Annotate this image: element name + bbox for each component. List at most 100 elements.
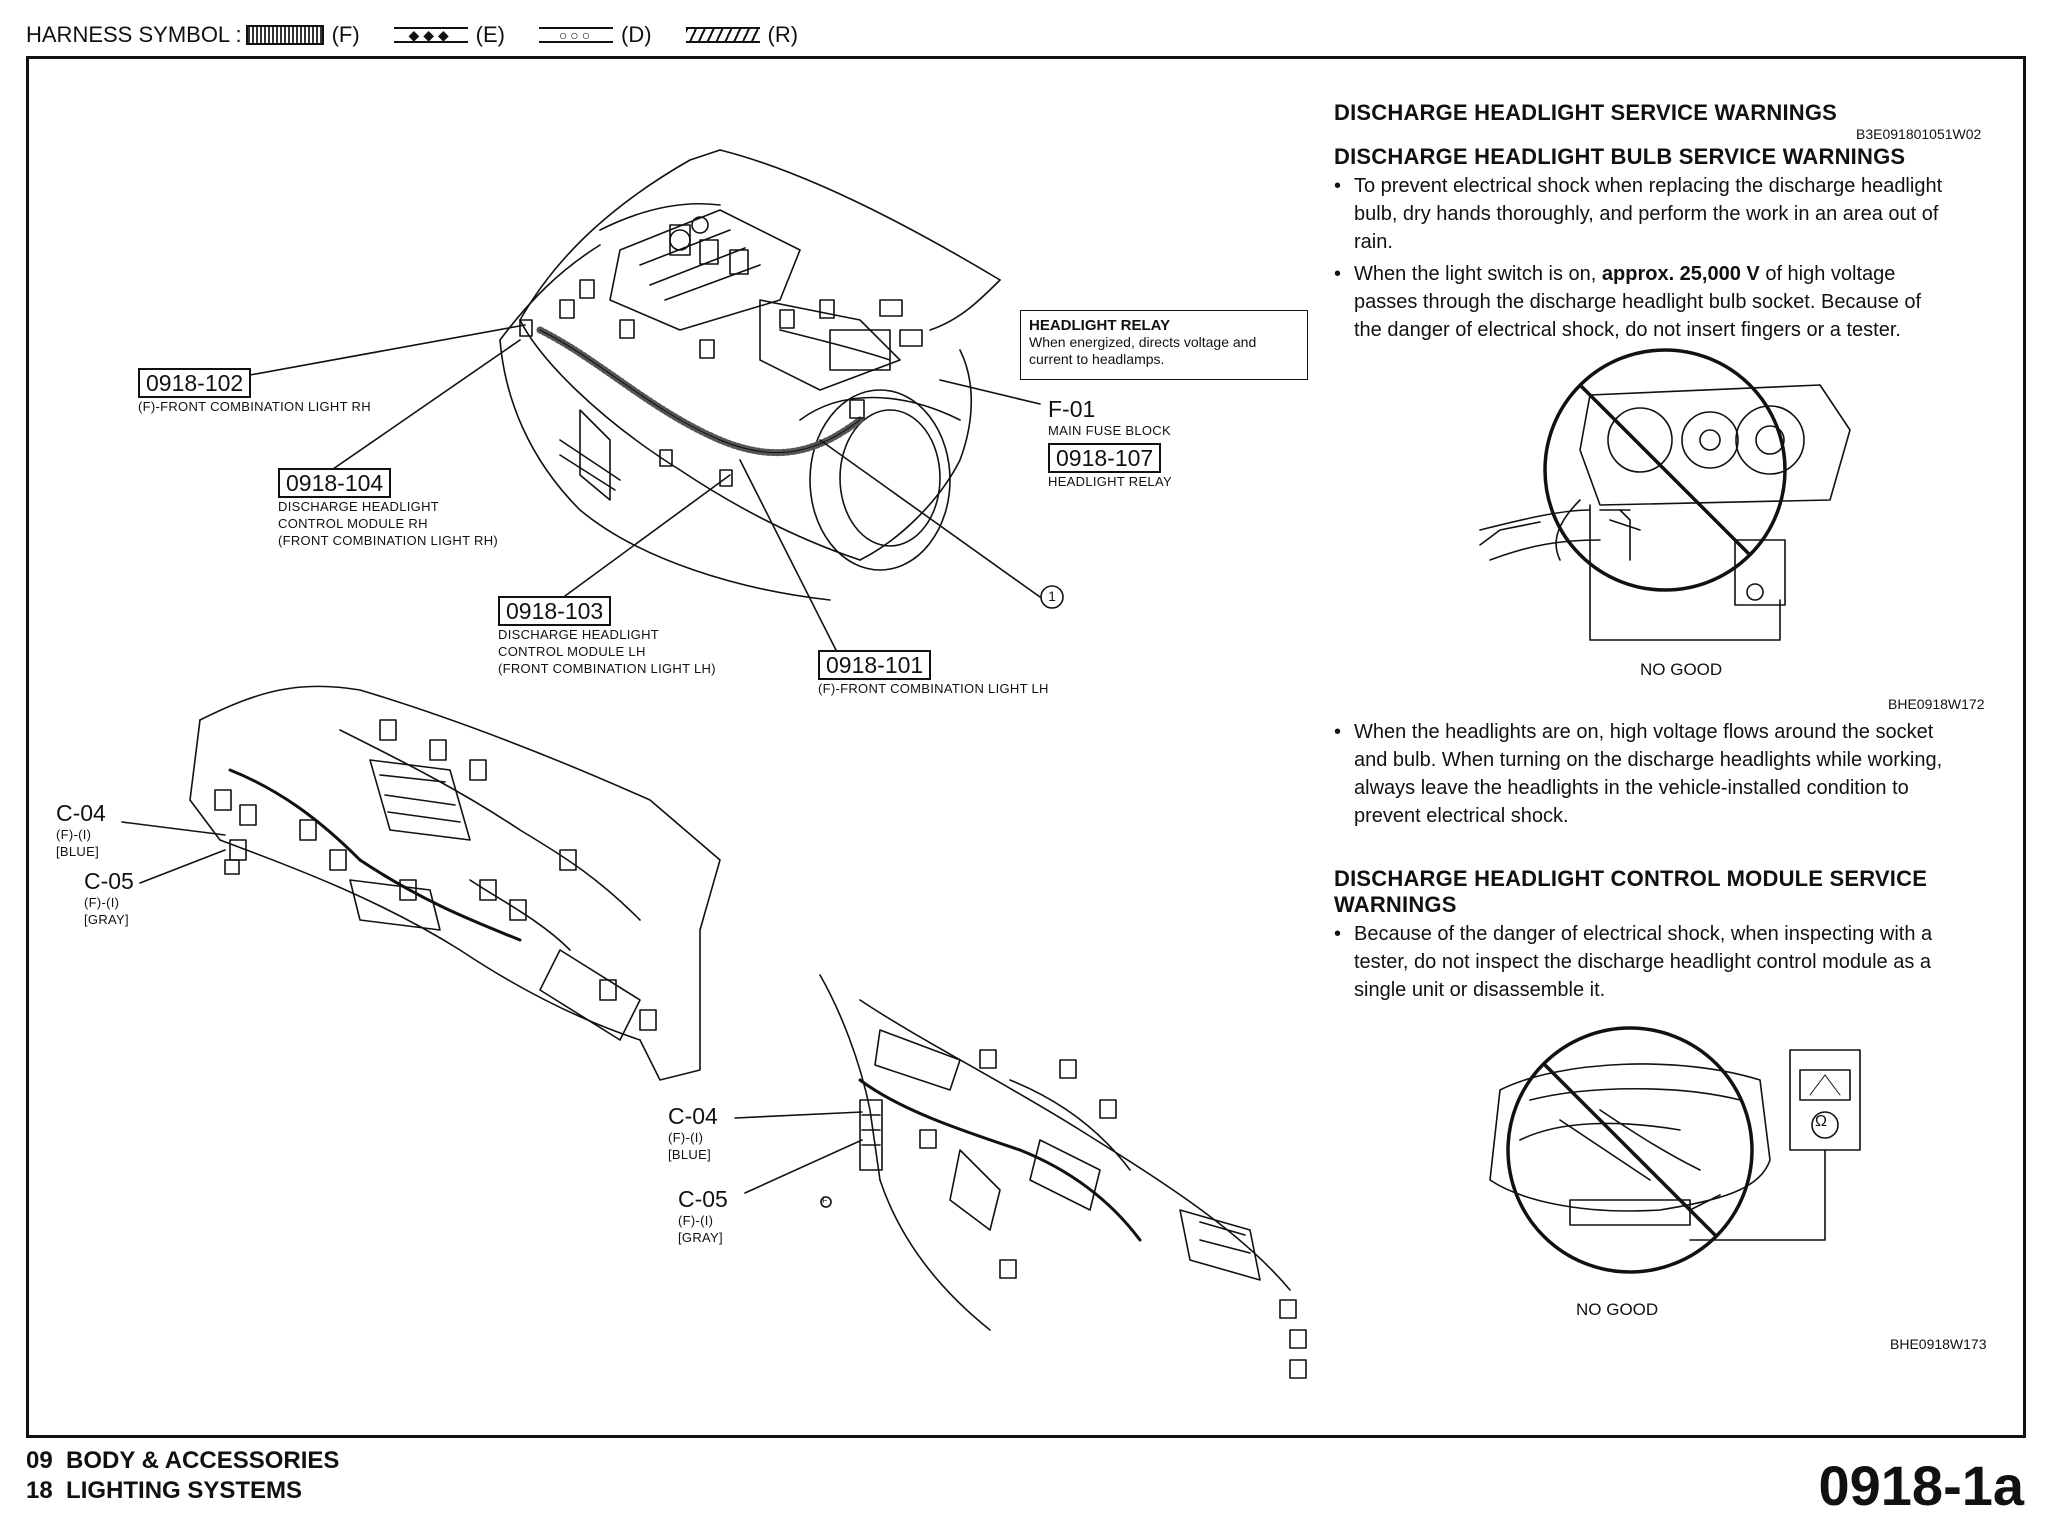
ohm-meter-symbol: Ω — [1815, 1113, 1827, 1130]
c04-lower-sub1: (F)-(I) — [668, 1130, 704, 1145]
leader-0918-102 — [249, 324, 526, 376]
leader-c04-b — [734, 1111, 863, 1119]
bullet-headlights-on-l3: always leave the headlights in the vehic… — [1354, 777, 1909, 799]
ref-code-w02: B3E091801051W02 — [1856, 126, 1982, 142]
circle-1-label: 1 — [1048, 588, 1056, 604]
callout-f01: F-01 MAIN FUSE BLOCK 0918-107 HEADLIGHT … — [1048, 396, 1172, 490]
voltage-value: approx. 25,000 V — [1601, 263, 1760, 285]
c05-lower-sub1: (F)-(I) — [678, 1213, 714, 1228]
code-c05-dash: C-05 — [84, 868, 134, 894]
bullet-module-inspect-l1: Because of the danger of electrical shoc… — [1354, 923, 1933, 945]
fig-control-module — [1489, 1026, 1861, 1274]
harness-code-r: (R) — [767, 22, 799, 47]
footer-line-body: 09 BODY & ACCESSORIES — [26, 1447, 340, 1474]
callout-c05-lower: C-05 (F)-(I) [GRAY] — [678, 1186, 728, 1246]
code-0918-101: 0918-101 — [818, 650, 932, 680]
harness-label: HARNESS SYMBOL : — [26, 22, 242, 47]
leader-f01 — [939, 379, 1041, 405]
bullet-headlights-on: • When the headlights are on, high volta… — [1334, 718, 2004, 830]
code-c04-lower: C-04 — [668, 1103, 718, 1129]
desc-0918-103-line2: CONTROL MODULE LH — [498, 644, 646, 659]
callout-0918-102: 0918-102 (F)-FRONT COMBINATION LIGHT RH — [138, 368, 371, 415]
c05-dash-sub2: [GRAY] — [84, 912, 129, 927]
desc-0918-104-line2: CONTROL MODULE RH — [278, 516, 428, 531]
leader-c05-a — [139, 849, 226, 884]
c04-lower-sub2: [BLUE] — [668, 1147, 711, 1162]
code-c04-dash: C-04 — [56, 800, 106, 826]
bullet-dry-hands: • To prevent electrical shock when repla… — [1334, 172, 2004, 256]
harness-symbol-e: ◆◆◆ — [393, 27, 468, 43]
bullet-headlights-on-l1: When the headlights are on, high voltage… — [1354, 721, 1934, 743]
relay-note-line2: current to headlamps. — [1029, 351, 1165, 367]
fig1-caption: NO GOOD — [1640, 660, 1723, 679]
callout-c04-lower: C-04 (F)-(I) [BLUE] — [668, 1103, 718, 1163]
heading-module-warnings: DISCHARGE HEADLIGHT CONTROL MODULE SERVI… — [1334, 866, 1928, 917]
bullet-high-voltage-l3: the danger of electrical shock, do not i… — [1354, 319, 1901, 341]
bullet-headlights-on-l2: and bulb. When turning on the discharge … — [1354, 749, 1943, 771]
leader-0918-104 — [319, 339, 521, 479]
f-marker: F — [822, 1195, 828, 1205]
callout-0918-104: 0918-104 DISCHARGE HEADLIGHT CONTROL MOD… — [278, 468, 498, 549]
desc-0918-104-line3: (FRONT COMBINATION LIGHT RH) — [278, 533, 499, 548]
harness-code-f: (F) — [331, 22, 360, 47]
dashboard-illustration — [189, 685, 721, 1081]
code-0918-104: 0918-104 — [278, 468, 392, 498]
bullet-module-inspect: • Because of the danger of electrical sh… — [1334, 920, 2004, 1004]
harness-code-e: (E) — [475, 22, 505, 47]
c04-dash-sub1: (F)-(I) — [56, 827, 92, 842]
code-c05-lower: C-05 — [678, 1186, 728, 1212]
fig-bulb-socket — [1479, 348, 1851, 641]
c05-lower-sub2: [GRAY] — [678, 1230, 723, 1245]
desc-0918-104-line1: DISCHARGE HEADLIGHT — [278, 499, 440, 514]
bullet-high-voltage-l1: When the light switch is on, approx. 25,… — [1354, 263, 1896, 285]
desc-0918-101: (F)-FRONT COMBINATION LIGHT LH — [818, 681, 1049, 696]
c05-dash-sub1: (F)-(I) — [84, 895, 120, 910]
fig2-ref: BHE0918W173 — [1890, 1336, 1987, 1352]
harness-code-d: (D) — [621, 22, 652, 47]
headlight-relay-note: HEADLIGHT RELAY When energized, directs … — [1020, 310, 1308, 380]
bullet-dry-hands-l1: To prevent electrical shock when replaci… — [1354, 175, 1943, 197]
circle-1-marker — [1040, 585, 1064, 609]
bullet-high-voltage-l2: passes through the discharge headlight b… — [1354, 291, 1922, 313]
bullet-dry-hands-l3: rain. — [1354, 231, 1393, 253]
desc-f01: MAIN FUSE BLOCK — [1048, 423, 1171, 438]
code-f01: F-01 — [1048, 396, 1096, 422]
leader-0918-101 — [739, 459, 841, 659]
desc-0918-103-line3: (FRONT COMBINATION LIGHT LH) — [498, 661, 716, 676]
bullet-module-inspect-l2: tester, do not inspect the discharge hea… — [1354, 951, 1932, 973]
bullet-dry-hands-l2: bulb, dry hands thoroughly, and perform … — [1354, 203, 1939, 225]
fig1-ref: BHE0918W172 — [1888, 696, 1985, 712]
leader-circle-1 — [819, 439, 1041, 598]
bullet-module-inspect-l3: single unit or disassemble it. — [1354, 979, 1606, 1001]
harness-symbol-d: ○○○ — [539, 27, 613, 43]
relay-note-title: HEADLIGHT RELAY — [1029, 317, 1171, 334]
diagram-frame — [26, 56, 2026, 1438]
code-0918-103: 0918-103 — [498, 596, 612, 626]
desc-0918-103-line1: DISCHARGE HEADLIGHT — [498, 627, 660, 642]
relay-note-line1: When energized, directs voltage and — [1029, 334, 1257, 350]
footer-line-lighting: 18 LIGHTING SYSTEMS — [26, 1477, 303, 1504]
desc-0918-102: (F)-FRONT COMBINATION LIGHT RH — [138, 399, 371, 414]
fig2-caption: NO GOOD — [1576, 1300, 1659, 1319]
leader-c05-b — [744, 1139, 863, 1194]
bullet-headlights-on-l4: prevent electrical shock. — [1354, 805, 1569, 827]
lower-dashboard-illustration — [819, 974, 1307, 1379]
c04-dash-sub2: [BLUE] — [56, 844, 99, 859]
desc-0918-107: HEADLIGHT RELAY — [1048, 474, 1172, 489]
callout-c04-dash: C-04 (F)-(I) [BLUE] — [56, 800, 106, 860]
code-0918-102: 0918-102 — [138, 368, 252, 398]
code-0918-107: 0918-107 — [1048, 443, 1162, 473]
leader-c04-a — [121, 821, 226, 836]
bullet-high-voltage: • When the light switch is on, approx. 2… — [1334, 260, 2004, 344]
page-number: 0918-1a — [1818, 1454, 2024, 1517]
harness-symbol-f — [245, 25, 324, 45]
harness-symbol-r — [685, 27, 760, 43]
callout-c05-dash: C-05 (F)-(I) [GRAY] — [84, 868, 134, 928]
leader-0918-103 — [549, 474, 731, 608]
heading-bulb-warnings: DISCHARGE HEADLIGHT BULB SERVICE WARNING… — [1334, 144, 1906, 169]
harness-legend: HARNESS SYMBOL : (F) ◆◆◆ (E) ○○○ (D) (R) — [26, 18, 828, 52]
engine-bay-illustration — [499, 149, 1001, 601]
callout-0918-103: 0918-103 DISCHARGE HEADLIGHT CONTROL MOD… — [498, 596, 716, 677]
callout-0918-101: 0918-101 (F)-FRONT COMBINATION LIGHT LH — [818, 650, 1049, 697]
